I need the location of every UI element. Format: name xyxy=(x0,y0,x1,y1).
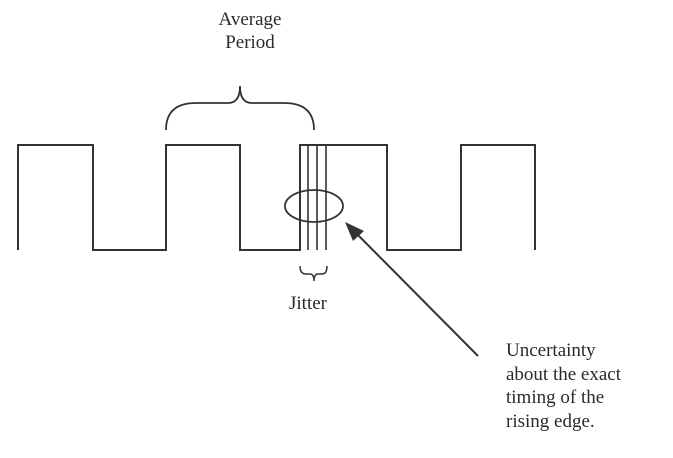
note-line-1: Uncertainty xyxy=(506,340,596,361)
uncertainty-note: Uncertainty about the exact timing of th… xyxy=(506,339,621,433)
note-line-4: rising edge. xyxy=(506,410,595,432)
edge-highlight-ellipse xyxy=(284,189,344,223)
average-period-line-2: Period xyxy=(225,32,275,53)
pointer-arrow-shaft xyxy=(351,228,479,357)
average-period-label: Average Period xyxy=(170,8,330,54)
jitter-label: Jitter xyxy=(289,293,327,314)
jitter-brace xyxy=(299,265,328,282)
pointer-arrow-head xyxy=(345,222,364,241)
average-period-brace xyxy=(165,85,315,131)
average-period-line-1: Average xyxy=(218,9,282,30)
note-line-3: timing of the xyxy=(506,387,605,408)
note-line-2: about the exact xyxy=(506,363,622,385)
square-wave xyxy=(17,144,536,251)
